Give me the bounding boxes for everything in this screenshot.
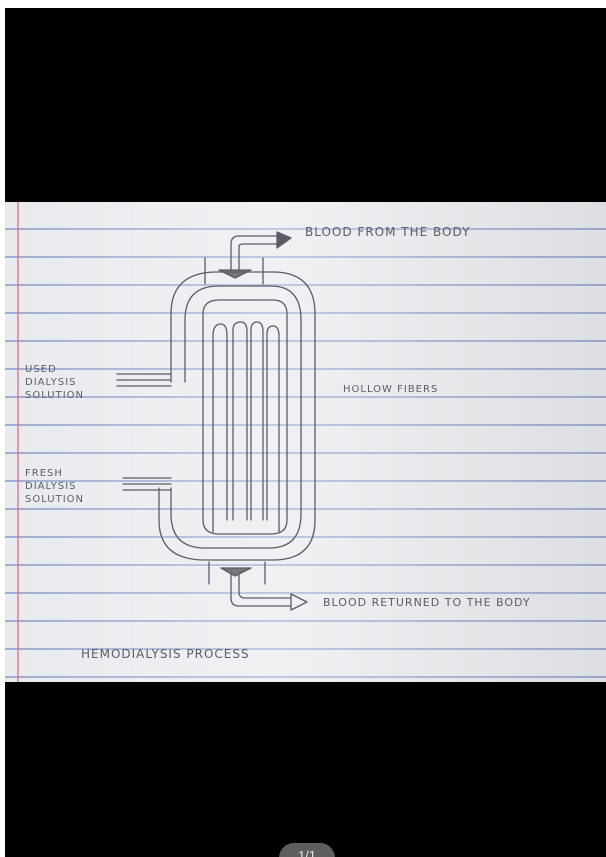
hemodialysis-diagram: BLOOD FROM THE BODY HOLLOW FIBERS USED D…	[5, 202, 606, 682]
page-indicator: 1/1	[279, 843, 335, 857]
label-used-line-1: USED	[25, 364, 57, 375]
caption-hemodialysis-process: HEMODIALYSIS PROCESS	[81, 647, 250, 661]
label-fresh-line-1: FRESH	[25, 468, 63, 479]
label-fresh-line-3: SOLUTION	[25, 494, 84, 505]
label-blood-from-body: BLOOD FROM THE BODY	[305, 225, 470, 239]
label-hollow-fibers: HOLLOW FIBERS	[343, 384, 438, 395]
label-fresh-line-2: DIALYSIS	[25, 481, 77, 492]
label-blood-returned: BLOOD RETURNED TO THE BODY	[323, 596, 531, 609]
notebook-photo: BLOOD FROM THE BODY HOLLOW FIBERS USED D…	[5, 202, 606, 682]
label-used-line-3: SOLUTION	[25, 390, 84, 401]
label-used-line-2: DIALYSIS	[25, 377, 77, 388]
image-viewer: BLOOD FROM THE BODY HOLLOW FIBERS USED D…	[5, 8, 606, 857]
